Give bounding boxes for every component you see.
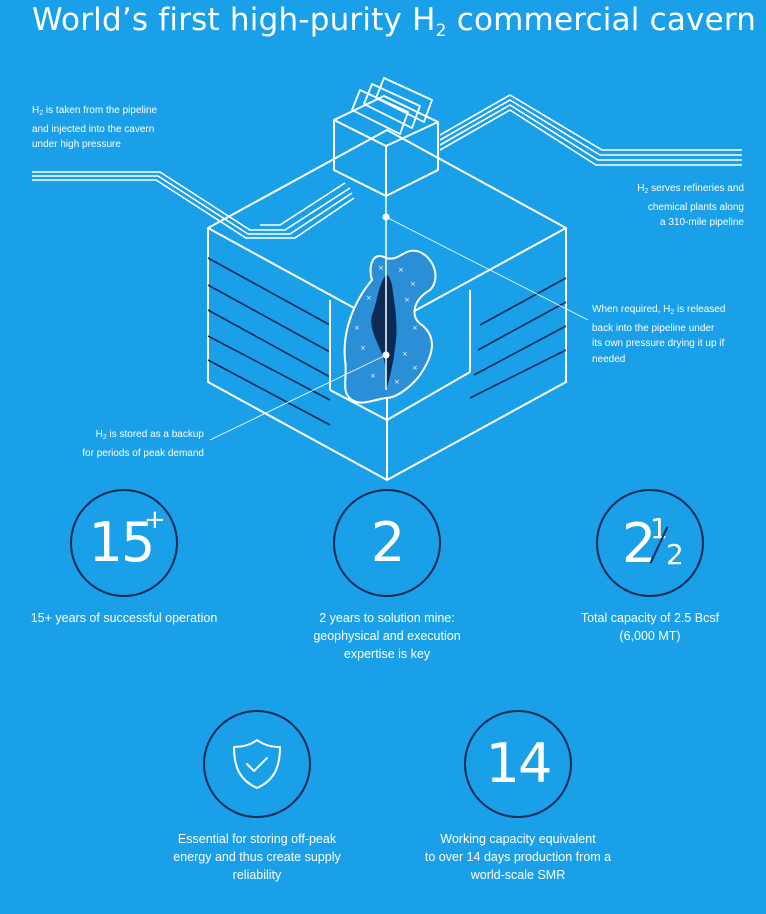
- svg-text:×: ×: [402, 350, 408, 358]
- stat-circle: 15 +: [70, 489, 178, 597]
- stat-circle: 2: [333, 489, 441, 597]
- svg-text:×: ×: [370, 372, 376, 380]
- stat-circle: [203, 710, 311, 818]
- svg-text:×: ×: [360, 344, 366, 352]
- svg-text:×: ×: [378, 264, 384, 272]
- svg-text:×: ×: [398, 266, 404, 274]
- svg-text:×: ×: [366, 294, 372, 302]
- stat-caption: Working capacity equivalent to over 14 d…: [424, 832, 612, 882]
- svg-text:×: ×: [412, 364, 418, 372]
- stat-caption: 15+ years of successful operation: [30, 611, 218, 625]
- stat-total-capacity: 2 1 2 Total capacity of 2.5 Bcsf (6,000 …: [530, 489, 766, 645]
- callout-serves: H2 serves refineries and chemical plants…: [637, 183, 744, 228]
- stat-caption: 2 years to solution mine: geophysical an…: [313, 611, 461, 661]
- stat-years-operation: 15 + 15+ years of successful operation: [4, 489, 244, 627]
- callout-taken: H2 is taken from the pipeline and inject…: [32, 105, 158, 150]
- page-title: World’s first high-purity H2 commercial …: [32, 2, 757, 41]
- callout-stored: H2 is stored as a backup for periods of …: [82, 429, 204, 459]
- stat-circle: 14: [464, 710, 572, 818]
- wellhead-building: [333, 95, 439, 197]
- inlet-pipeline: [32, 171, 355, 239]
- svg-text:×: ×: [394, 378, 400, 386]
- shield-check-icon: [233, 739, 281, 789]
- cavern-diagram: ××× ××× ××× ×××: [32, 77, 742, 481]
- outlet-pipeline: [439, 94, 742, 166]
- stat-caption: Total capacity of 2.5 Bcsf (6,000 MT): [580, 611, 720, 643]
- svg-text:×: ×: [410, 280, 416, 288]
- block-right-face: [386, 228, 567, 481]
- block-left-face: [207, 228, 388, 481]
- compressor-fins: [351, 77, 433, 135]
- stat-years-mine: 2 2 years to solution mine: geophysical …: [267, 489, 507, 663]
- stat-caption: Essential for storing off-peak energy an…: [173, 832, 341, 882]
- callout-released: When required, H2 is released back into …: [592, 304, 726, 365]
- stat-circle: 2 1 2: [596, 489, 704, 597]
- stat-reliability: Essential for storing off-peak energy an…: [137, 710, 377, 884]
- stat-working-capacity: 14 Working capacity equivalent to over 1…: [398, 710, 638, 884]
- svg-text:×: ×: [412, 324, 418, 332]
- cavern-core: [371, 274, 397, 390]
- svg-text:×: ×: [354, 324, 360, 332]
- svg-text:×: ×: [404, 296, 410, 304]
